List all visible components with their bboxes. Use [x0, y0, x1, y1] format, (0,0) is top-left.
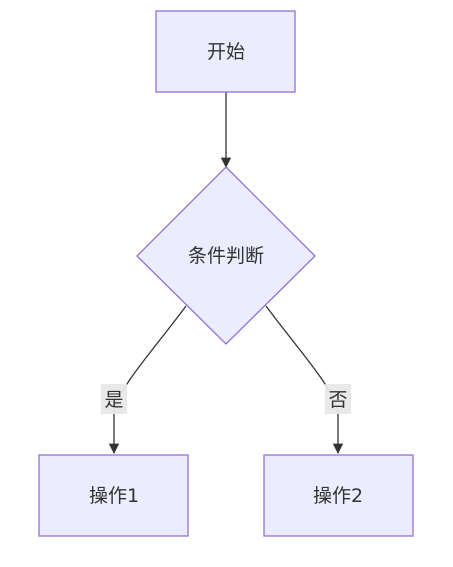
edge-label-yes-text: 是 [104, 389, 123, 411]
node-op1-label: 操作1 [89, 485, 139, 507]
edge-decision-to-op2 [265, 305, 344, 455]
node-op2-label: 操作2 [313, 485, 363, 507]
node-op2: 操作2 [263, 454, 414, 537]
node-start: 开始 [155, 10, 296, 93]
node-decision: 条件判断 [136, 166, 316, 345]
edge-label-no-text: 否 [328, 389, 347, 411]
edge-label-no: 否 [325, 384, 351, 414]
node-decision-label: 条件判断 [188, 245, 264, 267]
edge-label-yes: 是 [101, 384, 127, 414]
node-start-label: 开始 [207, 41, 245, 63]
edge-decision-to-op1 [108, 305, 187, 455]
node-op1: 操作1 [38, 454, 189, 537]
